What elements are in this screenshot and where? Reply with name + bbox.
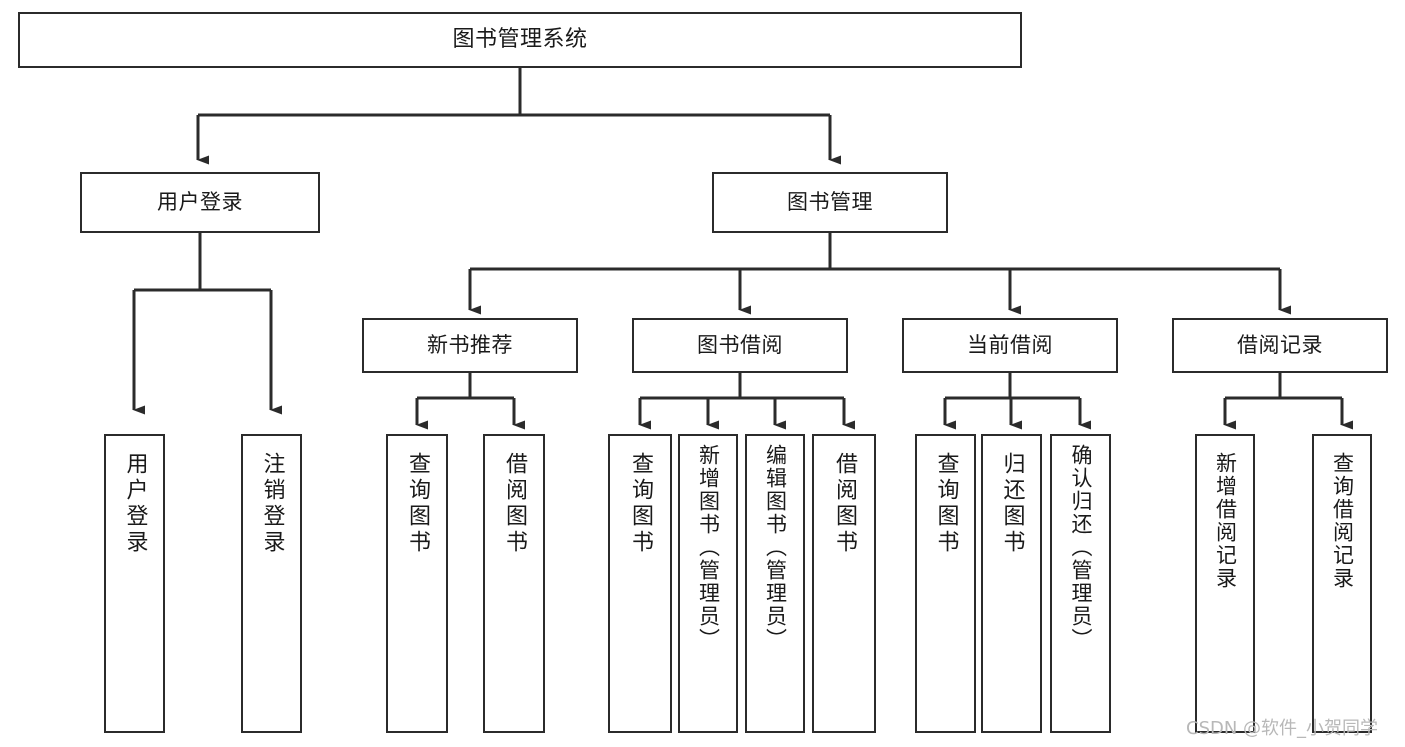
node-current-borrow[interactable]: 当前借阅 — [902, 318, 1118, 373]
node-leaf-add-book[interactable]: 新增图书（管理员） — [678, 434, 738, 733]
node-new-book-recommend[interactable]: 新书推荐 — [362, 318, 578, 373]
node-label: 确认归还（管理员） — [1069, 444, 1093, 651]
node-root-book-management-system[interactable]: 图书管理系统 — [18, 12, 1022, 68]
node-book-management[interactable]: 图书管理 — [712, 172, 948, 233]
node-label: 借阅图书 — [502, 452, 527, 556]
node-label: 查询图书 — [628, 452, 653, 556]
node-label: 归还图书 — [999, 452, 1025, 556]
node-label: 查询借阅记录 — [1330, 452, 1355, 590]
node-leaf-user-login[interactable]: 用户登录 — [104, 434, 165, 733]
node-label: 新增图书（管理员） — [696, 444, 721, 651]
node-label: 借阅图书 — [832, 452, 857, 556]
node-label: 用户登录 — [122, 452, 148, 556]
node-label: 新增借阅记录 — [1213, 452, 1238, 590]
node-leaf-query-book-3[interactable]: 查询图书 — [915, 434, 976, 733]
node-leaf-confirm-return[interactable]: 确认归还（管理员） — [1050, 434, 1111, 733]
node-user-login[interactable]: 用户登录 — [80, 172, 320, 233]
node-leaf-add-record[interactable]: 新增借阅记录 — [1195, 434, 1255, 733]
node-label: 新书推荐 — [427, 333, 513, 358]
node-leaf-edit-book[interactable]: 编辑图书（管理员） — [745, 434, 805, 733]
node-label: 图书管理系统 — [452, 27, 588, 53]
node-leaf-query-book-2[interactable]: 查询图书 — [608, 434, 672, 733]
node-borrow-record[interactable]: 借阅记录 — [1172, 318, 1388, 373]
node-leaf-query-record[interactable]: 查询借阅记录 — [1312, 434, 1372, 733]
node-label: 图书借阅 — [697, 333, 783, 358]
node-book-borrow[interactable]: 图书借阅 — [632, 318, 848, 373]
node-leaf-borrow-book-2[interactable]: 借阅图书 — [812, 434, 876, 733]
node-leaf-query-book-1[interactable]: 查询图书 — [386, 434, 448, 733]
node-label: 查询图书 — [405, 452, 430, 556]
node-label: 用户登录 — [157, 190, 243, 215]
node-leaf-return-book[interactable]: 归还图书 — [981, 434, 1042, 733]
node-label: 编辑图书（管理员） — [763, 444, 788, 651]
node-label: 借阅记录 — [1237, 333, 1323, 358]
node-label: 图书管理 — [787, 190, 873, 215]
node-label: 注销登录 — [259, 452, 285, 556]
node-leaf-logout[interactable]: 注销登录 — [241, 434, 302, 733]
node-label: 查询图书 — [933, 452, 959, 556]
node-leaf-borrow-book-1[interactable]: 借阅图书 — [483, 434, 545, 733]
node-label: 当前借阅 — [967, 333, 1053, 358]
